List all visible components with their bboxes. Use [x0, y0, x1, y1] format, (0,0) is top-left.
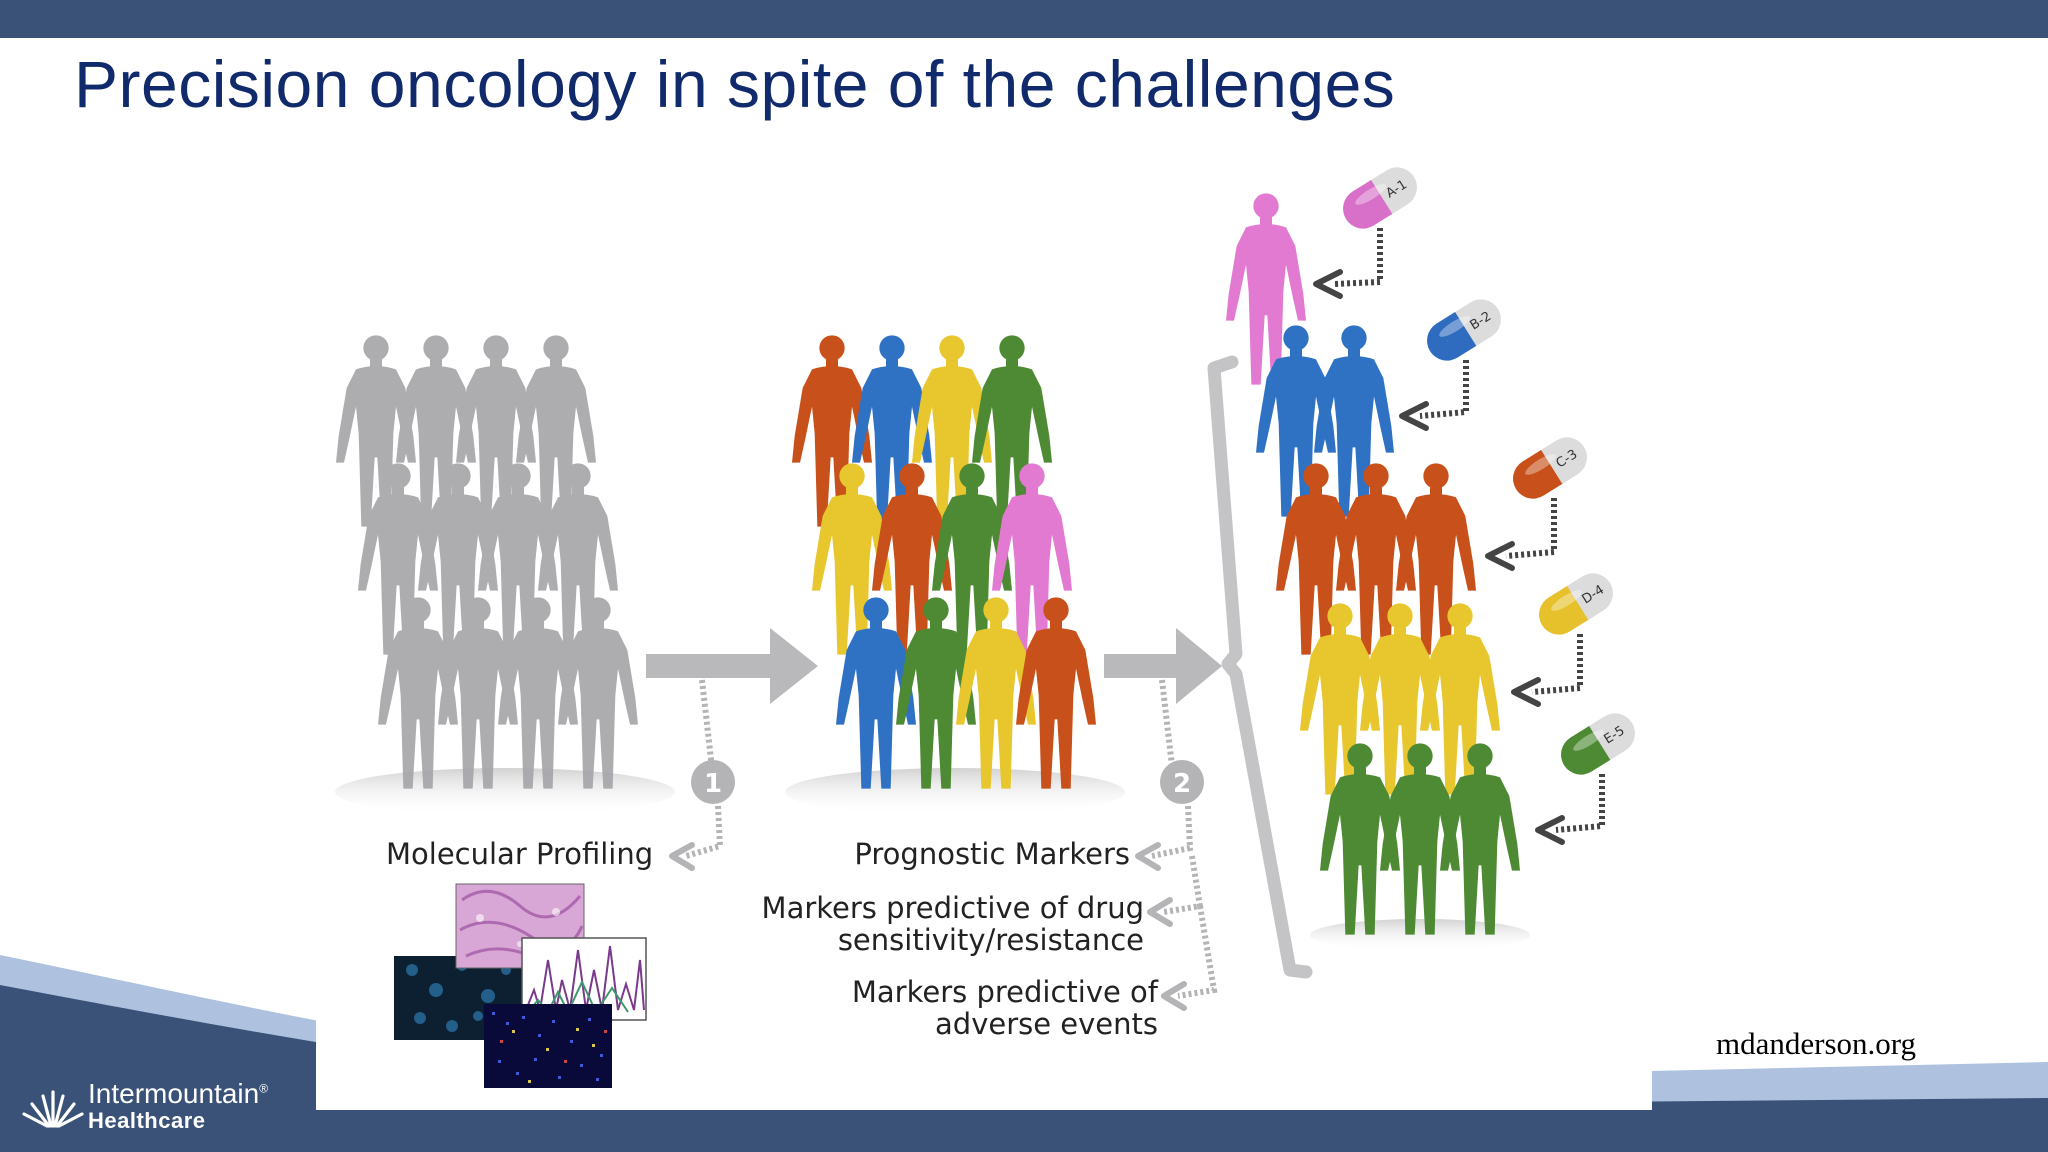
step-badge: [1160, 760, 1204, 804]
step-badge: [691, 760, 735, 804]
step-1-connector: 1: [669, 679, 735, 871]
intermountain-logo: Intermountain® Healthcare: [22, 1076, 302, 1136]
prognostic-markers-label: Prognostic Markers: [854, 837, 1130, 871]
hands-icon: [22, 1090, 84, 1128]
drug-sensitivity-label-line1: Markers predictive of drug: [762, 891, 1144, 925]
top-banner: [0, 0, 2048, 38]
bottom-swoosh-dark: [0, 985, 2048, 1152]
arrow-2: [1104, 628, 1222, 704]
pill-b2: B-2: [1399, 299, 1501, 431]
molecular-profiling-label: Molecular Profiling: [386, 837, 653, 871]
pill-a1: A-1: [1313, 167, 1417, 299]
adverse-events-label-line1: Markers predictive of: [852, 975, 1159, 1009]
step-2-number: 2: [1173, 769, 1191, 799]
pill-d4: D-4: [1511, 573, 1613, 707]
arrow-1: [646, 628, 818, 704]
logo-name: Intermountain®: [88, 1078, 269, 1109]
logo-subname: Healthcare: [88, 1108, 206, 1133]
profiling-images: [394, 883, 647, 1088]
grouping-brace: [1207, 355, 1313, 979]
drug-sensitivity-label-line2: sensitivity/resistance: [838, 923, 1144, 957]
adverse-events-label-line2: adverse events: [935, 1007, 1158, 1041]
step-2-connector: 2: [1135, 679, 1218, 1011]
slide-title: Precision oncology in spite of the chall…: [74, 47, 1396, 121]
source-credit: mdanderson.org: [1716, 1026, 1917, 1061]
pill-e5: E-5: [1535, 713, 1635, 845]
step-1-number: 1: [704, 769, 722, 799]
pill-c3: C-3: [1485, 437, 1587, 571]
